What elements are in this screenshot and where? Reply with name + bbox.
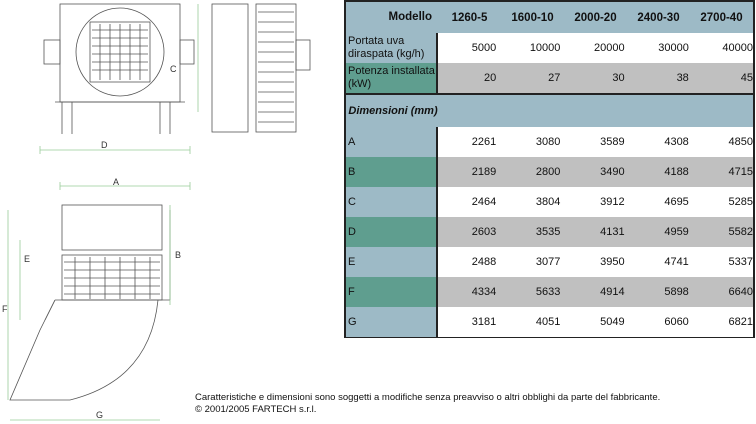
value-cell: 4741 — [664, 256, 689, 268]
value-cell: 5633 — [535, 286, 561, 298]
value-cell: 4695 — [664, 196, 689, 208]
dimension-row: B 2189 2800 3490 4188 4715 — [346, 157, 753, 187]
value-cell: 3912 — [600, 196, 625, 208]
value-cell: 4188 — [664, 166, 689, 178]
top-view — [7, 182, 191, 421]
value-cell: 3490 — [600, 166, 625, 178]
value-cell: 3589 — [600, 136, 625, 148]
row-label: F — [346, 277, 438, 307]
value-cell: 3080 — [535, 136, 561, 148]
value-cell: 3181 — [471, 316, 497, 328]
value-cell: 3950 — [600, 256, 625, 268]
model-header: 1600-10 — [511, 11, 554, 24]
value-cell: 10000 — [529, 42, 561, 54]
value-cell: 3535 — [535, 226, 561, 238]
dimensions-row: Dimensioni (mm) — [346, 93, 753, 129]
model-header: 2000-20 — [574, 11, 617, 24]
value-cell: 2800 — [535, 166, 561, 178]
side-view — [211, 3, 311, 133]
label-a: A — [113, 177, 119, 187]
model-header: 2700-40 — [700, 11, 743, 24]
copyright-text: © 2001/2005 FARTECH s.r.l. — [195, 404, 317, 415]
value-cell: 4715 — [728, 166, 754, 178]
row-label: Portata uva diraspata (kg/h) — [346, 33, 438, 63]
value-cell: 2488 — [471, 256, 497, 268]
value-cell: 20000 — [594, 42, 625, 54]
value-cell: 5285 — [728, 196, 754, 208]
caption: Caratteristiche e dimensioni sono sogget… — [195, 392, 660, 416]
row-label: D — [346, 217, 438, 247]
value-cell: 27 — [548, 72, 561, 84]
dimensions-label: Dimensioni (mm) — [348, 104, 438, 117]
dimension-row: E 2488 3077 3950 4741 5337 — [346, 247, 753, 277]
label-g: G — [96, 410, 103, 420]
header-label: Modello — [388, 11, 432, 23]
value-cell: 45 — [740, 72, 754, 84]
value-cell: 6640 — [728, 286, 754, 298]
dimension-row: C 2464 3804 3912 4695 5285 — [346, 187, 753, 217]
front-view — [39, 3, 199, 154]
dimension-row: F 4334 5633 4914 5898 6640 — [346, 277, 753, 307]
dimension-row: A 2261 3080 3589 4308 4850 — [346, 127, 753, 157]
label-b: B — [175, 250, 181, 260]
value-cell: 3077 — [535, 256, 561, 268]
value-cell: 2189 — [471, 166, 497, 178]
value-cell: 5898 — [664, 286, 689, 298]
value-cell: 30000 — [658, 42, 689, 54]
value-cell: 5582 — [728, 226, 754, 238]
label-f: F — [2, 304, 8, 314]
row-label: B — [346, 157, 438, 187]
value-cell: 4959 — [664, 226, 689, 238]
value-cell: 6060 — [664, 316, 689, 328]
value-cell: 5000 — [471, 42, 497, 54]
machine-drawings: D C A B E F G — [2, 3, 311, 421]
label-c: C — [170, 64, 177, 74]
value-cell: 2464 — [471, 196, 497, 208]
row-label: A — [346, 127, 438, 157]
spec-row: Potenza installata (kW) 20 27 30 38 45 — [346, 63, 753, 93]
value-cell: 5337 — [728, 256, 754, 268]
header-row: Modello 1260-5 1600-10 2000-20 2400-30 2… — [346, 2, 753, 33]
value-cell: 2261 — [471, 136, 497, 148]
value-cell: 5049 — [600, 316, 625, 328]
specifications-table: Modello 1260-5 1600-10 2000-20 2400-30 2… — [344, 0, 755, 338]
value-cell: 4131 — [600, 226, 625, 238]
value-cell: 6821 — [728, 316, 754, 328]
row-label: C — [346, 187, 438, 217]
model-header: 1260-5 — [451, 11, 488, 24]
dimension-row: G 3181 4051 5049 6060 6821 — [346, 307, 753, 337]
model-header: 2400-30 — [637, 11, 680, 24]
value-cell: 30 — [612, 72, 625, 84]
value-cell: 4308 — [664, 136, 689, 148]
row-label: Potenza installata (kW) — [346, 63, 438, 93]
spec-row: Portata uva diraspata (kg/h) 5000 10000 200… — [346, 33, 753, 63]
value-cell: 2603 — [471, 226, 497, 238]
value-cell: 4850 — [728, 136, 754, 148]
dimension-row: D 2603 3535 4131 4959 5582 — [346, 217, 753, 247]
value-cell: 4334 — [471, 286, 497, 298]
row-label: G — [346, 307, 438, 337]
value-cell: 40000 — [722, 42, 754, 54]
value-cell: 4914 — [600, 286, 625, 298]
value-cell: 38 — [676, 72, 689, 84]
label-d: D — [101, 140, 108, 150]
disclaimer-text: Caratteristiche e dimensioni sono sogget… — [195, 392, 661, 403]
value-cell: 20 — [483, 72, 497, 84]
label-e: E — [24, 254, 30, 264]
row-label: E — [346, 247, 438, 277]
value-cell: 4051 — [535, 316, 561, 328]
value-cell: 3804 — [535, 196, 561, 208]
